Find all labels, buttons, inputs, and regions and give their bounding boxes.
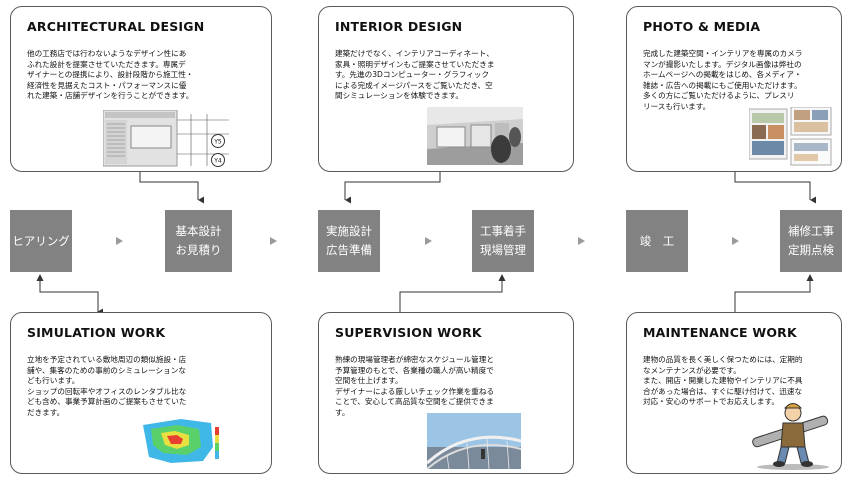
- card-body: 他の工務店では行わないようなデザイン性にあ ふれた設計を提案させていただきます。…: [27, 49, 194, 101]
- step-construction-start: 工事着手 現場管理: [472, 210, 534, 272]
- arrowhead-supervision: [498, 274, 506, 281]
- repairman-illustration: [752, 403, 829, 470]
- cad-drawing-image: Y5 Y4: [103, 110, 229, 167]
- card-maintenance-work: MAINTENANCE WORK 建物の品質を長く美しく保つためには、定期的 な…: [626, 312, 842, 474]
- card-title: MAINTENANCE WORK: [643, 325, 797, 340]
- connector-maintenance: [734, 279, 811, 312]
- connector-supervision: [399, 279, 503, 312]
- card-body: 建築だけでなく、インテリアコーディネート、 家具・照明デザインもご提案させていた…: [335, 49, 495, 101]
- media-pages-image: [749, 107, 832, 166]
- card-title: SIMULATION WORK: [27, 325, 166, 340]
- heatmap-map-image: [141, 417, 221, 467]
- arrowhead-maintenance: [806, 274, 814, 281]
- step-repair-inspection: 補修工事 定期点検: [780, 210, 842, 272]
- connector-photo: [734, 172, 816, 204]
- card-photo-media: PHOTO & MEDIA 完成した建築空間・インテリアを専属のカメラ マンが撮…: [626, 6, 842, 172]
- step-completion: 竣 工: [626, 210, 688, 272]
- connector-simulation: [39, 279, 103, 316]
- step-hearing: ヒアリング: [10, 210, 72, 272]
- connector-architectural: [139, 172, 204, 204]
- card-body: 熟練の現場管理者が綿密なスケジュール管理と 予算管理のもとで、各業種の職人が高い…: [335, 355, 495, 417]
- card-supervision-work: SUPERVISION WORK 熟練の現場管理者が綿密なスケジュール管理と 予…: [318, 312, 574, 474]
- card-body: 建物の品質を長く美しく保つためには、定期的 なメンテナンスが必要です。 また、開…: [643, 355, 803, 407]
- card-title: ARCHITECTURAL DESIGN: [27, 19, 205, 34]
- card-body: 立地を予定されている敷地周辺の類似施設・店 舗や、集客のための事前のシミュレーシ…: [27, 355, 187, 417]
- card-simulation-work: SIMULATION WORK 立地を予定されている敷地周辺の類似施設・店 舗や…: [10, 312, 272, 474]
- step-basic-design-estimate: 基本設計 お見積り: [165, 210, 232, 272]
- flow-arrow-5: [732, 237, 739, 245]
- construction-site-photo: [427, 413, 521, 469]
- flow-arrow-3: [425, 237, 432, 245]
- plan-label-y4: Y4: [213, 158, 222, 165]
- card-body: 完成した建築空間・インテリアを専属のカメラ マンが撮影いたします。デジタル画像は…: [643, 49, 803, 111]
- arrowhead-simulation: [36, 274, 44, 281]
- flow-arrow-2: [270, 237, 277, 245]
- card-architectural-design: ARCHITECTURAL DESIGN 他の工務店では行わないようなデザイン性…: [10, 6, 272, 172]
- interior-render-image: [427, 107, 523, 165]
- plan-label-y5: Y5: [213, 139, 222, 146]
- step-execution-design: 実施設計 広告準備: [318, 210, 380, 272]
- connector-interior: [344, 172, 441, 204]
- card-interior-design: INTERIOR DESIGN 建築だけでなく、インテリアコーディネート、 家具…: [318, 6, 574, 172]
- flow-arrow-4: [578, 237, 585, 245]
- card-title: SUPERVISION WORK: [335, 325, 482, 340]
- card-title: PHOTO & MEDIA: [643, 19, 761, 34]
- card-title: INTERIOR DESIGN: [335, 19, 463, 34]
- flow-arrow-1: [116, 237, 123, 245]
